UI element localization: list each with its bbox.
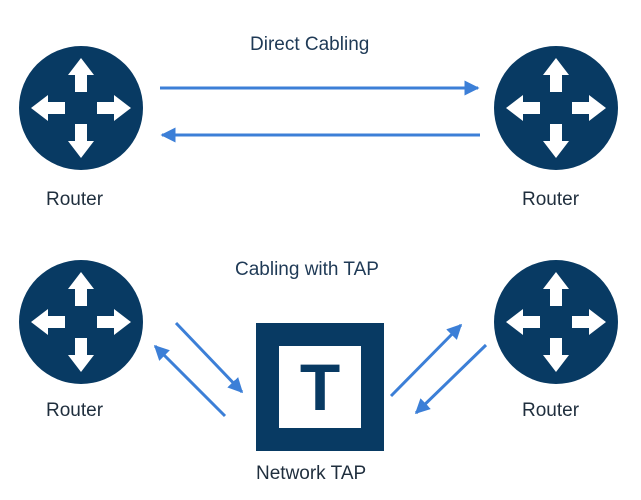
router-label-direct-left: Router xyxy=(46,189,104,210)
router-icon-direct-left xyxy=(19,46,143,170)
router-icon-tap-left xyxy=(19,260,143,384)
network-tap-label: Network TAP xyxy=(256,463,367,484)
router-label-tap-right: Router xyxy=(522,400,580,421)
direct-cabling-title: Direct Cabling xyxy=(250,34,370,55)
tap-arrow-tap-to-right xyxy=(389,323,463,398)
network-tap-icon xyxy=(256,323,384,451)
cabling-with-tap-title: Cabling with TAP xyxy=(235,259,379,280)
router-icon-tap-right xyxy=(494,260,618,384)
tap-arrow-left-to-tap xyxy=(174,321,244,394)
router-icon-direct-right xyxy=(494,46,618,170)
tap-arrow-right-to-tap xyxy=(414,343,488,415)
router-label-tap-left: Router xyxy=(46,400,104,421)
router-label-direct-right: Router xyxy=(522,189,580,210)
tap-arrow-tap-to-left xyxy=(153,344,227,418)
tap-letter: T xyxy=(299,350,341,424)
